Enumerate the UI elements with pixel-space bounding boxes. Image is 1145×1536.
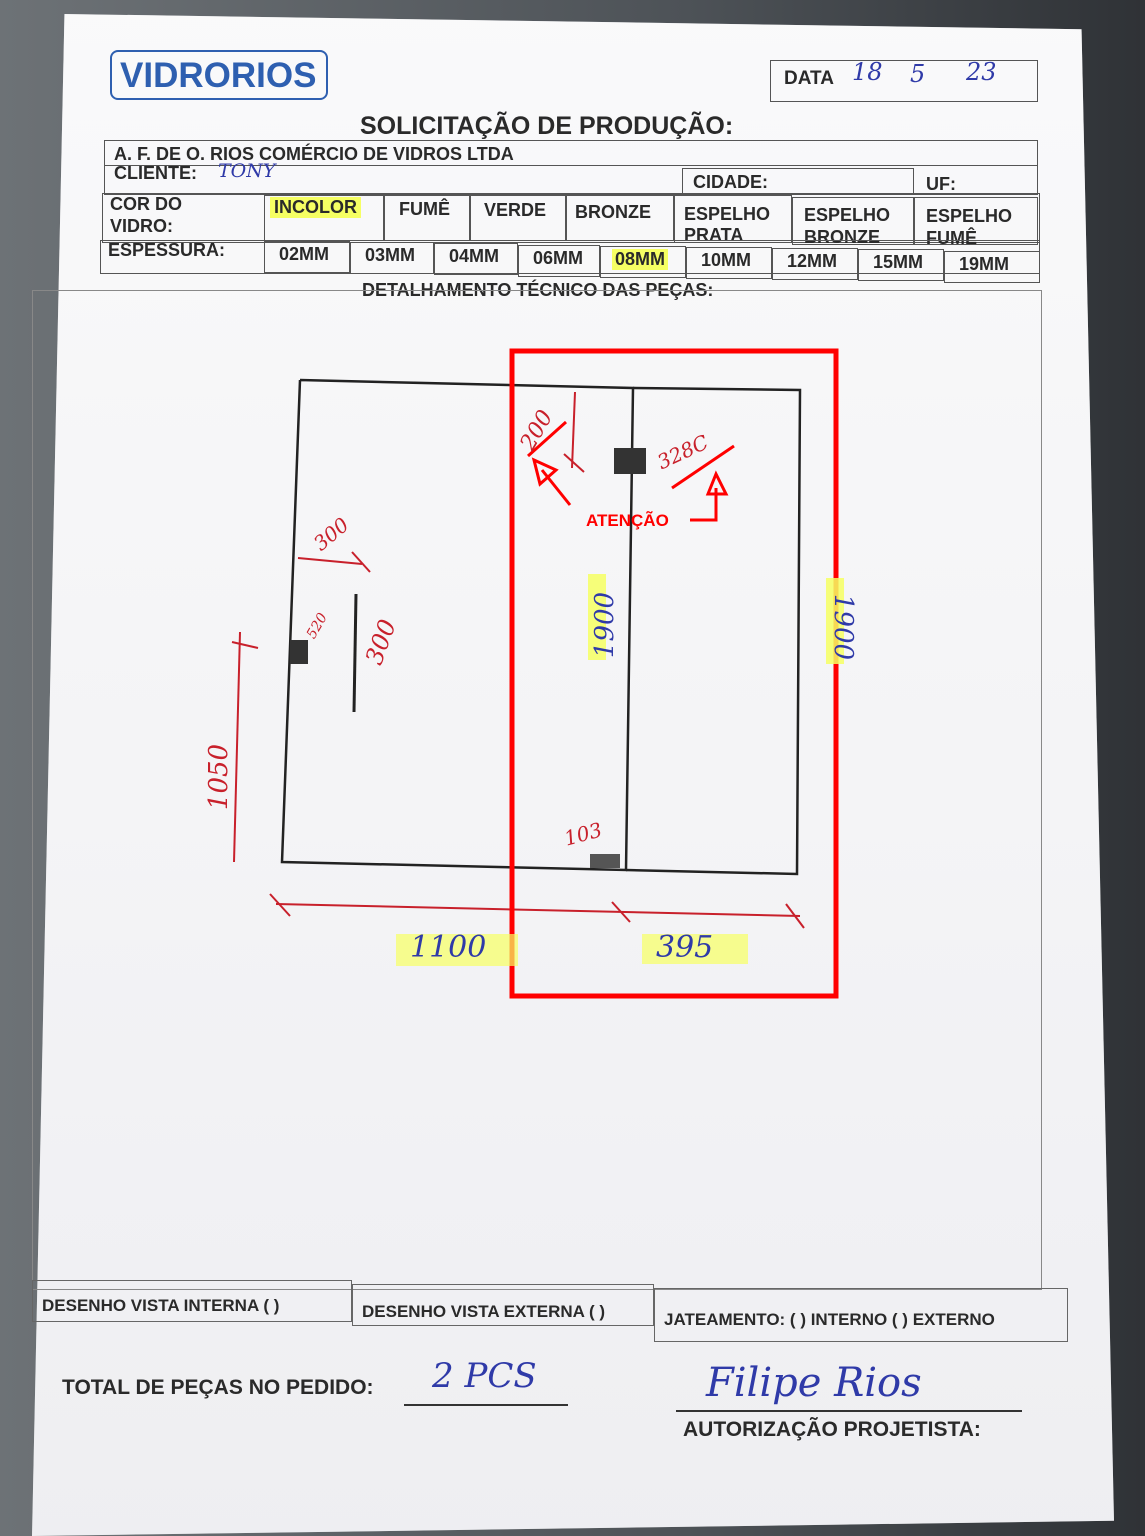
city-label: CIDADE:	[693, 172, 768, 192]
client-row	[104, 165, 1038, 195]
internal-view-cell	[32, 1280, 352, 1322]
300-dim-line	[297, 557, 363, 565]
right-glass-panel	[625, 386, 802, 876]
external-view-option: DESENHO VISTA EXTERNA ( )	[362, 1302, 606, 1321]
date-day: 18	[852, 58, 883, 86]
thickness-label: ESPESSURA:	[108, 240, 226, 260]
designer-signature: Filipe Rios	[706, 1360, 922, 1406]
pivot-block-bottom	[590, 854, 620, 868]
glass-option-fume: FUMÊ	[399, 199, 450, 219]
width-dim-line	[275, 903, 801, 917]
mirror-bronze-1: ESPELHO	[804, 205, 891, 225]
total-pieces-value: 2 PCS	[432, 1356, 537, 1396]
thickness-option-03mm: 03MM	[365, 245, 416, 266]
form-title: SOLICITAÇÃO DE PRODUÇÃO:	[360, 112, 734, 140]
thickness-option-08mm: 08MM	[612, 248, 669, 270]
handle-bar	[352, 593, 358, 713]
dim-height-left: 1050	[204, 743, 235, 811]
glass-color-row	[102, 193, 1040, 243]
dim-panel-height: 1900	[590, 591, 621, 659]
total-pieces-label: TOTAL DE PEÇAS NO PEDIDO:	[62, 1376, 374, 1399]
uf-label: UF:	[926, 174, 956, 194]
attention-box	[509, 348, 839, 999]
thickness-option-15mm: 15MM	[873, 252, 924, 273]
form-paper	[32, 14, 1114, 1536]
attention-label: ATENÇÃO	[586, 511, 669, 530]
left-glass-panel	[280, 378, 635, 872]
height-dim-line	[233, 631, 241, 863]
thickness-option-04mm: 04MM	[449, 246, 500, 267]
thickness-option-12mm: 12MM	[787, 251, 838, 272]
glass-color-label-1: COR DO	[110, 194, 182, 214]
date-month: 5	[910, 60, 926, 88]
mirror-prata-1: ESPELHO	[684, 204, 771, 224]
client-value: TONY	[218, 160, 276, 182]
client-label: CLIENTE:	[114, 163, 197, 183]
glass-option-incolor: INCOLOR	[270, 197, 361, 218]
date-year: 23	[966, 58, 997, 86]
thickness-option-19mm: 19MM	[959, 253, 1010, 274]
sandblasting-cell	[654, 1288, 1068, 1342]
external-view-cell	[352, 1284, 654, 1326]
internal-view-option: DESENHO VISTA INTERNA ( )	[42, 1296, 280, 1315]
company-logo	[110, 50, 328, 100]
hinge-block-top	[614, 448, 646, 474]
date-box	[770, 60, 1038, 102]
mirror-fume-2: FUMÊ	[926, 228, 977, 248]
date-label: DATA	[784, 68, 834, 89]
thickness-option-02mm: 02MM	[279, 244, 330, 264]
mirror-bronze-2: BRONZE	[804, 227, 880, 247]
sandblasting-option: JATEAMENTO: ( ) INTERNO ( ) EXTERNO	[664, 1310, 995, 1329]
company-name: A. F. DE O. RIOS COMÉRCIO DE VIDROS LTDA	[114, 144, 514, 164]
thickness-option-10mm: 10MM	[701, 250, 752, 270]
thickness-option-06mm: 06MM	[533, 247, 584, 268]
authorization-label: AUTORIZAÇÃO PROJETISTA:	[683, 1418, 981, 1441]
logo-text: VIDRORIOS	[120, 56, 317, 95]
handle-block	[290, 640, 308, 664]
dim-width-right: 395	[656, 930, 714, 965]
dim-panel-height-right: 1900	[828, 593, 859, 661]
glass-option-verde: VERDE	[484, 200, 547, 220]
dim-width-left: 1100	[410, 930, 487, 965]
glass-color-label-2: VIDRO:	[110, 216, 173, 236]
drawing-area	[32, 290, 1042, 1290]
mirror-fume-1: ESPELHO	[926, 206, 1013, 226]
glass-option-bronze: BRONZE	[575, 202, 651, 222]
